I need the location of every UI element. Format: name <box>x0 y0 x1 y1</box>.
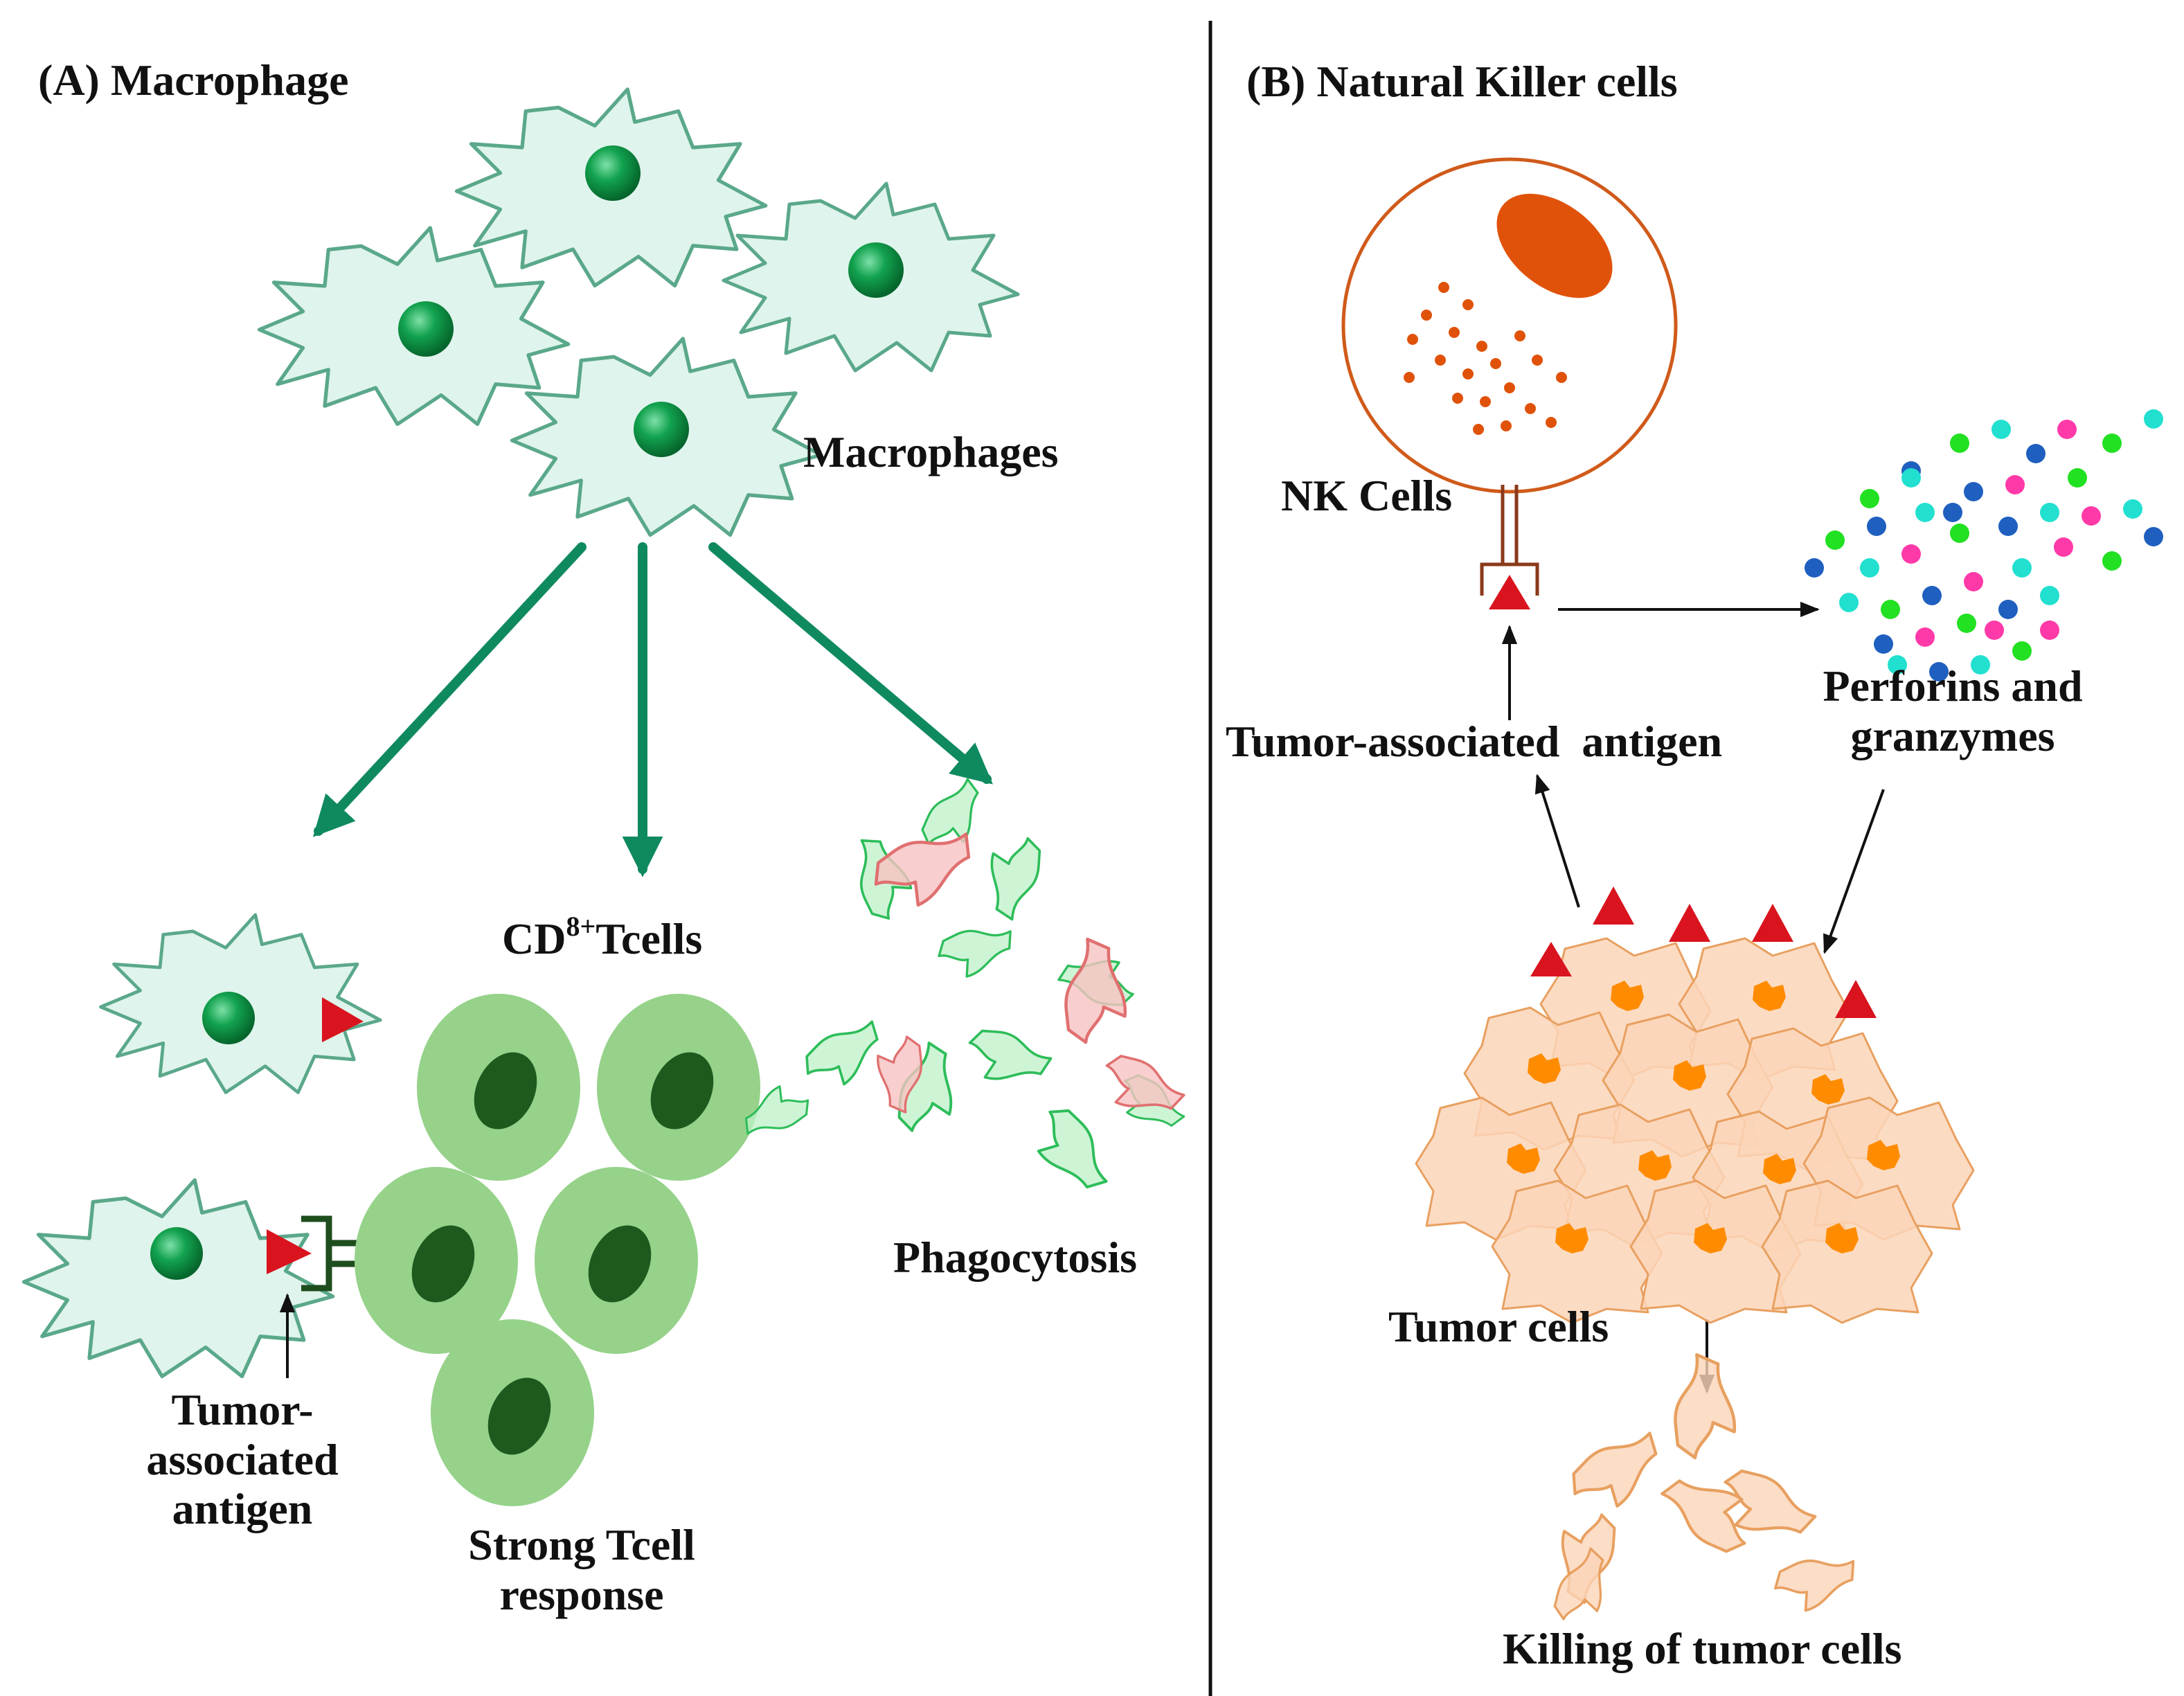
nk-receptor <box>1480 485 1539 596</box>
cd8-prefix: CD <box>502 914 566 963</box>
cd8-suffix: Tcells <box>596 914 703 963</box>
tumor-cells-label: Tumor cells <box>1388 1302 1609 1351</box>
tumor-antigen-a-line1: Tumor- <box>171 1385 314 1434</box>
phagocytosis-debris <box>740 776 1188 1192</box>
cd8-superscript: 8+ <box>566 911 596 942</box>
macrophages-label: Macrophages <box>803 427 1059 476</box>
perforins-granzymes-label: Perforins and granzymes <box>1759 661 2147 760</box>
macrophage-nuclei <box>398 145 904 457</box>
tumor-antigen-label-b: Tumor-associated antigen <box>1226 717 1723 766</box>
antigen-triangles-a <box>267 997 364 1274</box>
nk-antigen-triangle <box>1489 575 1530 609</box>
perforins-line1: Perforins and <box>1823 661 2083 711</box>
killed-tumor-debris <box>1539 1348 1862 1625</box>
perforin-granzyme-cluster <box>1805 409 2163 681</box>
nk-granules <box>1404 282 1567 435</box>
killing-label: Killing of tumor cells <box>1503 1624 1902 1673</box>
tcell-response-label: Strong Tcell response <box>415 1520 748 1619</box>
panel-a-title: (A) Macrophage <box>38 55 349 105</box>
phagocytosis-label: Phagocytosis <box>893 1233 1137 1282</box>
tumor-cell-cluster <box>1415 937 1975 1324</box>
tumor-antigen-a-line2: associated <box>146 1434 339 1484</box>
nk-arrows <box>1501 601 1885 1394</box>
tumor-antigen-triangles <box>1530 886 1877 1018</box>
tumor-antigen-label-a: Tumor- associated antigen <box>125 1385 360 1534</box>
nk-cells-label: NK Cells <box>1281 471 1453 520</box>
perforins-line2: granzymes <box>1850 711 2055 760</box>
tumor-antigen-a-line3: antigen <box>172 1484 313 1534</box>
nk-cell <box>1341 157 1678 609</box>
tcell-response-line2: response <box>499 1569 664 1619</box>
cd8-tcells-label: CD8+Tcells <box>502 911 703 964</box>
panel-b-title: (B) Natural Killer cells <box>1246 57 1678 106</box>
tcell-response-line1: Strong Tcell <box>468 1520 695 1569</box>
macrophage-arrows <box>313 542 993 877</box>
cd8-tcells <box>355 994 760 1506</box>
antigen-presenting-macrophages <box>24 915 381 1377</box>
